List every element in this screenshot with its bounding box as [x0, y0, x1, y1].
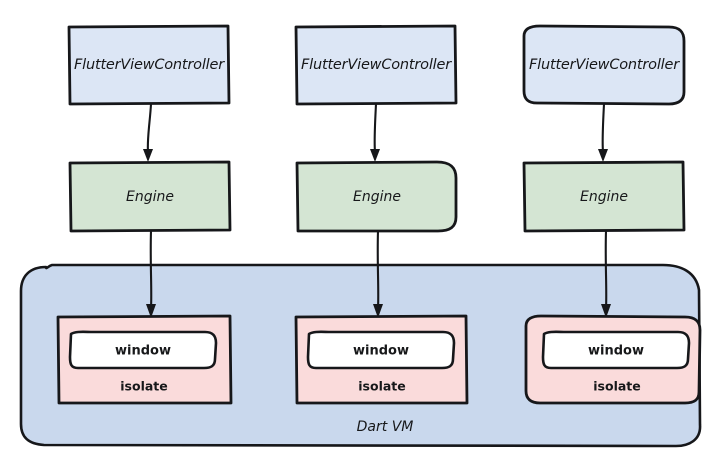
edge-engine-2-to-isolate-2 — [373, 229, 383, 318]
engine-box-3[interactable]: Engine — [522, 160, 686, 233]
window-box-1[interactable]: window — [68, 330, 218, 370]
flutter-view-controller-box-2[interactable]: FlutterViewController — [294, 24, 458, 106]
arrowhead — [146, 304, 156, 318]
arrowhead — [598, 149, 608, 162]
isolate-box-2[interactable]: window isolate — [294, 314, 469, 405]
edge-engine-1-to-isolate-1 — [146, 229, 156, 318]
window-box-3[interactable]: window — [541, 330, 691, 370]
engine-label-2: Engine — [353, 189, 401, 205]
window-box-2[interactable]: window — [306, 330, 456, 370]
column-1: FlutterViewController Engine window — [56, 24, 233, 405]
edge-engine-3-to-isolate-3 — [601, 229, 611, 318]
edge-controller-3-to-engine-3 — [598, 102, 608, 162]
flutter-view-controller-label-2: FlutterViewController — [301, 57, 452, 73]
engine-label-3: Engine — [580, 189, 628, 205]
isolate-label-2: isolate — [358, 379, 406, 394]
edge-controller-1-to-engine-1 — [143, 102, 153, 162]
window-label-2: window — [353, 344, 409, 359]
engine-box-2[interactable]: Engine — [295, 160, 458, 233]
column-3: FlutterViewController Engine window — [522, 24, 702, 405]
flutter-view-controller-box-3[interactable]: FlutterViewController — [522, 24, 686, 106]
flutter-view-controller-box-1[interactable]: FlutterViewController — [67, 24, 231, 106]
engine-label-1: Engine — [126, 189, 174, 205]
column-2: FlutterViewController Engine window — [294, 24, 469, 405]
flutter-view-controller-label-1: FlutterViewController — [74, 57, 225, 73]
isolate-label-3: isolate — [593, 379, 641, 394]
arrowhead — [143, 149, 153, 162]
flutter-view-controller-label-3: FlutterViewController — [529, 57, 680, 73]
window-label-1: window — [115, 344, 171, 359]
dart-vm-label: Dart VM — [357, 419, 414, 435]
window-label-3: window — [588, 344, 644, 359]
arrowhead — [601, 304, 611, 318]
arrowhead — [370, 149, 380, 162]
isolate-box-3[interactable]: window isolate — [524, 314, 702, 405]
arrowhead — [373, 304, 383, 318]
isolate-box-1[interactable]: window isolate — [56, 314, 233, 405]
isolate-label-1: isolate — [120, 379, 168, 394]
engine-box-1[interactable]: Engine — [68, 160, 232, 233]
edge-controller-2-to-engine-2 — [370, 102, 380, 162]
